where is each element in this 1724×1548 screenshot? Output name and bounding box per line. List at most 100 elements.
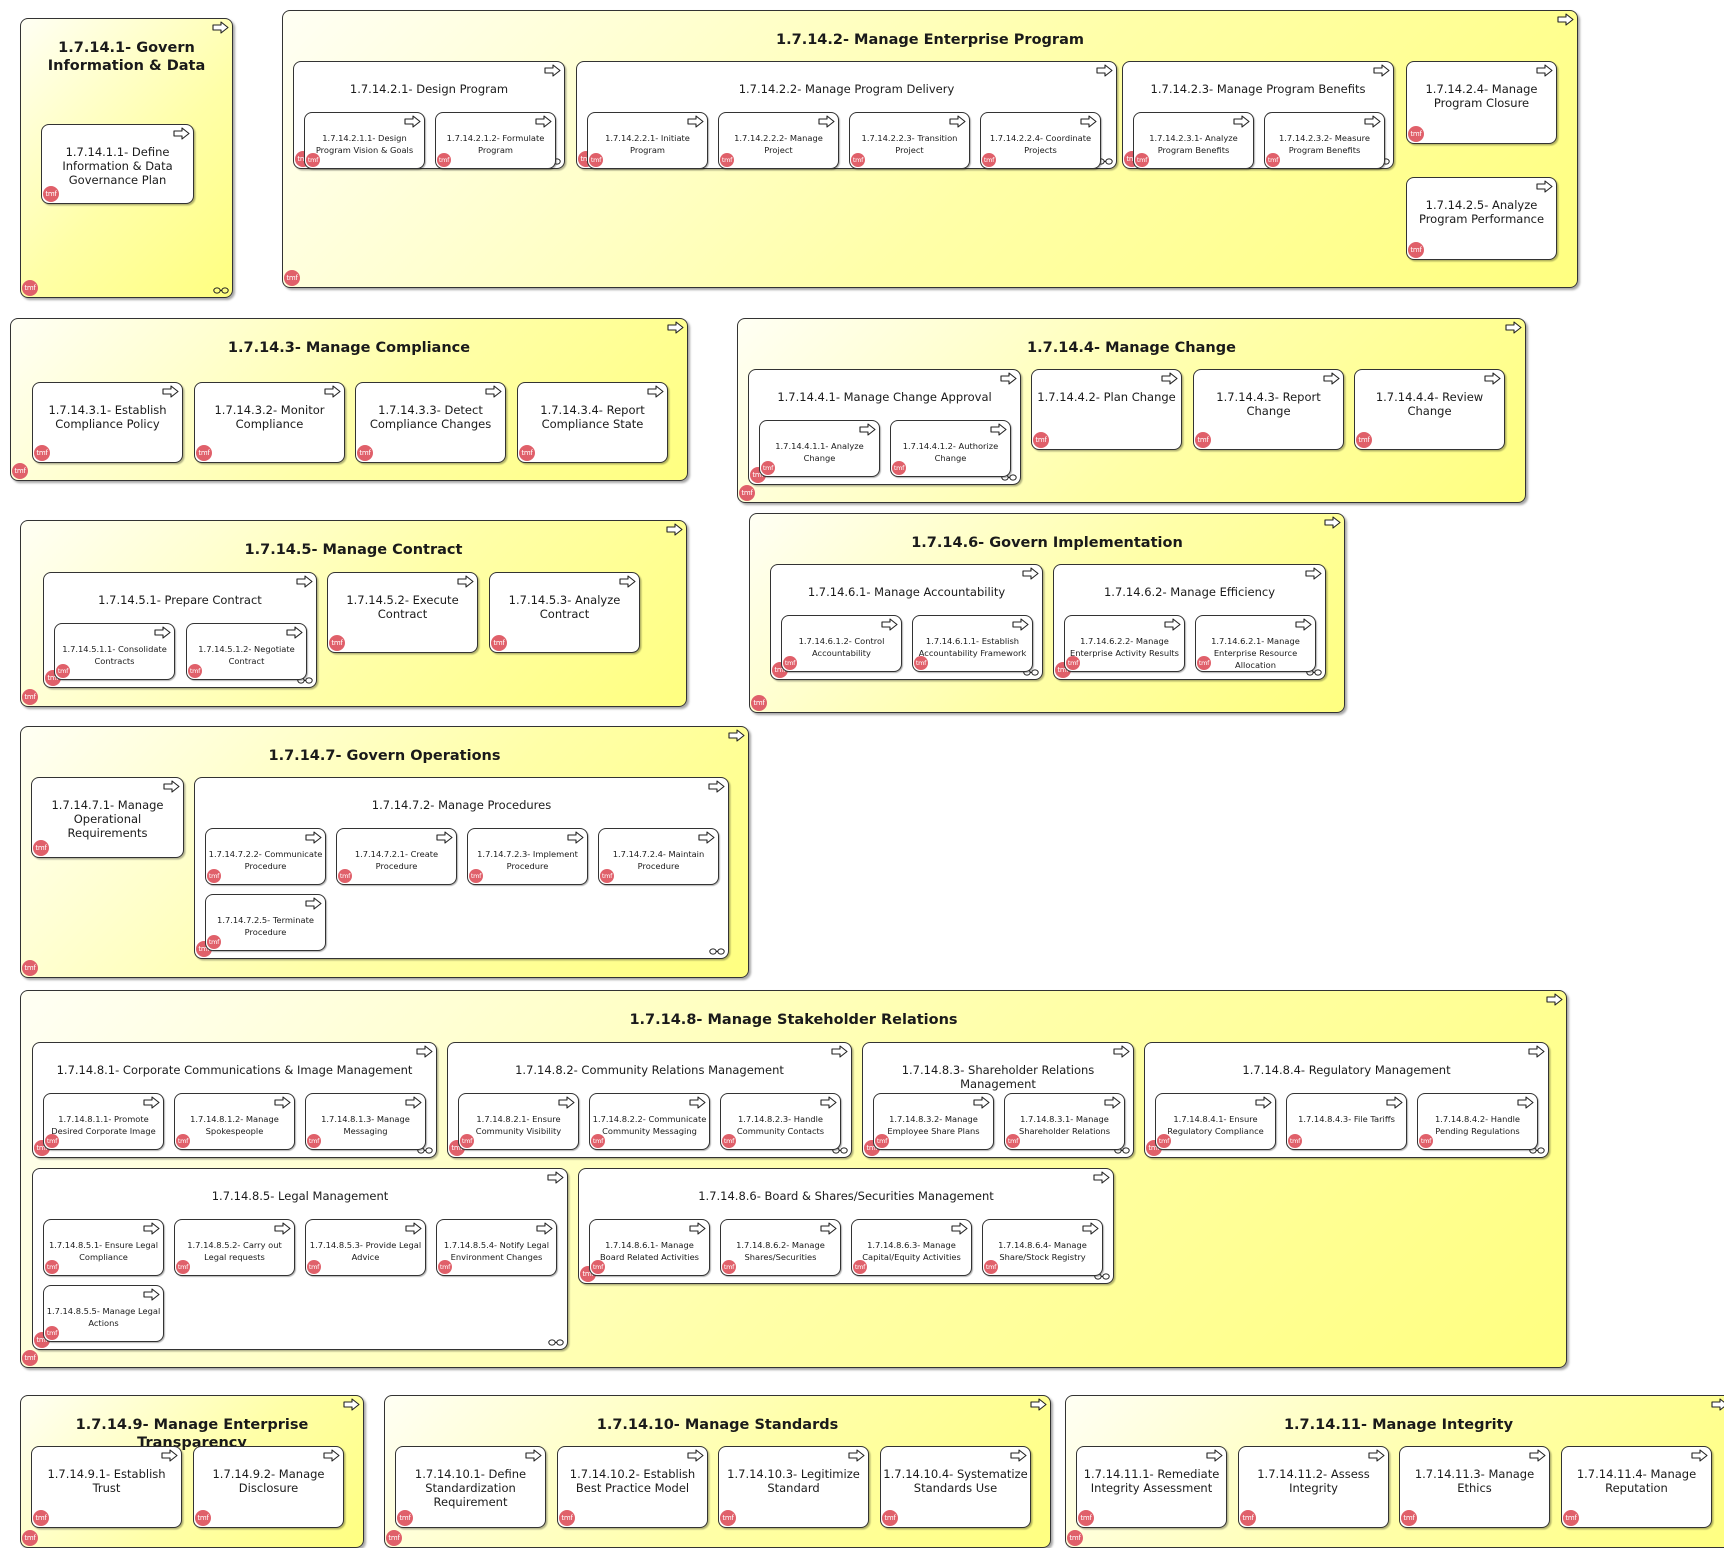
process-arrow-icon	[161, 1449, 178, 1462]
process-arrow-icon	[1030, 1398, 1047, 1411]
process-1-7-14-10-1[interactable]: 1.7.14.10.1- Define Standardization Requ…	[395, 1446, 546, 1528]
process-1-7-14-7-1[interactable]: 1.7.14.7.1- Manage Operational Requireme…	[31, 777, 184, 858]
subprocess-1-7-14-2-1-1[interactable]: 1.7.14.2.1.1- Design Program Vision & Go…	[304, 112, 425, 169]
subprocess-1-7-14-8-3-1[interactable]: 1.7.14.8.3.1- Manage Shareholder Relatio…	[1004, 1093, 1125, 1150]
process-1-7-14-8-2[interactable]: 1.7.14.8.2- Community Relations Manageme…	[447, 1042, 852, 1158]
process-arrow-icon	[343, 1398, 360, 1411]
process-arrow-icon	[666, 523, 683, 536]
subprocess-1-7-14-8-2-2[interactable]: 1.7.14.8.2.2- Communicate Community Mess…	[589, 1093, 710, 1150]
process-1-7-14-1-1[interactable]: 1.7.14.1.1- Define Information & Data Go…	[41, 124, 194, 204]
process-arrow-icon	[1113, 1045, 1130, 1058]
process-title: 1.7.14.8.6- Board & Shares/Securities Ma…	[698, 1189, 994, 1203]
subprocess-1-7-14-8-6-4[interactable]: 1.7.14.8.6.4- Manage Share/Stock Registr…	[982, 1219, 1103, 1276]
subprocess-1-7-14-8-6-1[interactable]: 1.7.14.8.6.1- Manage Board Related Activ…	[589, 1219, 710, 1276]
subprocess-1-7-14-8-1-1[interactable]: 1.7.14.8.1.1- Promote Desired Corporate …	[43, 1093, 164, 1150]
capability-group-1-7-14-9[interactable]: 1.7.14.9- Manage Enterprise Transparency…	[20, 1395, 364, 1548]
process-1-7-14-11-1[interactable]: 1.7.14.11.1- Remediate Integrity Assessm…	[1076, 1446, 1227, 1528]
tmf-badge-icon: tmf	[739, 485, 755, 501]
process-1-7-14-10-2[interactable]: 1.7.14.10.2- Establish Best Practice Mod…	[557, 1446, 708, 1528]
subprocess-1-7-14-6-2-2[interactable]: 1.7.14.6.2.2- Manage Enterprise Activity…	[1064, 615, 1185, 672]
subprocess-title: 1.7.14.8.5.2- Carry out Legal requests	[187, 1240, 282, 1262]
process-title: 1.7.14.6.2- Manage Efficiency	[1103, 585, 1276, 599]
subprocess-title: 1.7.14.8.6.1- Manage Board Related Activ…	[599, 1240, 700, 1262]
process-1-7-14-8-6[interactable]: 1.7.14.8.6- Board & Shares/Securities Ma…	[578, 1168, 1114, 1284]
subprocess-1-7-14-8-2-1[interactable]: 1.7.14.8.2.1- Ensure Community Visibilit…	[458, 1093, 579, 1150]
subprocess-1-7-14-8-5-4[interactable]: 1.7.14.8.5.4- Notify Legal Environment C…	[436, 1219, 557, 1276]
subprocess-1-7-14-8-4-2[interactable]: 1.7.14.8.4.2- Handle Pending Regulations…	[1417, 1093, 1538, 1150]
subprocess-1-7-14-6-2-1[interactable]: 1.7.14.6.2.1- Manage Enterprise Resource…	[1195, 615, 1316, 672]
process-1-7-14-8-1[interactable]: 1.7.14.8.1- Corporate Communications & I…	[32, 1042, 437, 1158]
process-1-7-14-8-3[interactable]: 1.7.14.8.3- Shareholder Relations Manage…	[862, 1042, 1134, 1158]
subprocess-1-7-14-6-1-1[interactable]: 1.7.14.6.1.1- Establish Accountability F…	[912, 615, 1033, 672]
subprocess-1-7-14-8-3-2[interactable]: 1.7.14.8.3.2- Manage Employee Share Plan…	[873, 1093, 994, 1150]
subprocess-1-7-14-8-6-3[interactable]: 1.7.14.8.6.3- Manage Capital/Equity Acti…	[851, 1219, 972, 1276]
process-arrow-icon	[1082, 1222, 1099, 1235]
subprocess-1-7-14-8-4-1[interactable]: 1.7.14.8.4.1- Ensure Regulatory Complian…	[1155, 1093, 1276, 1150]
